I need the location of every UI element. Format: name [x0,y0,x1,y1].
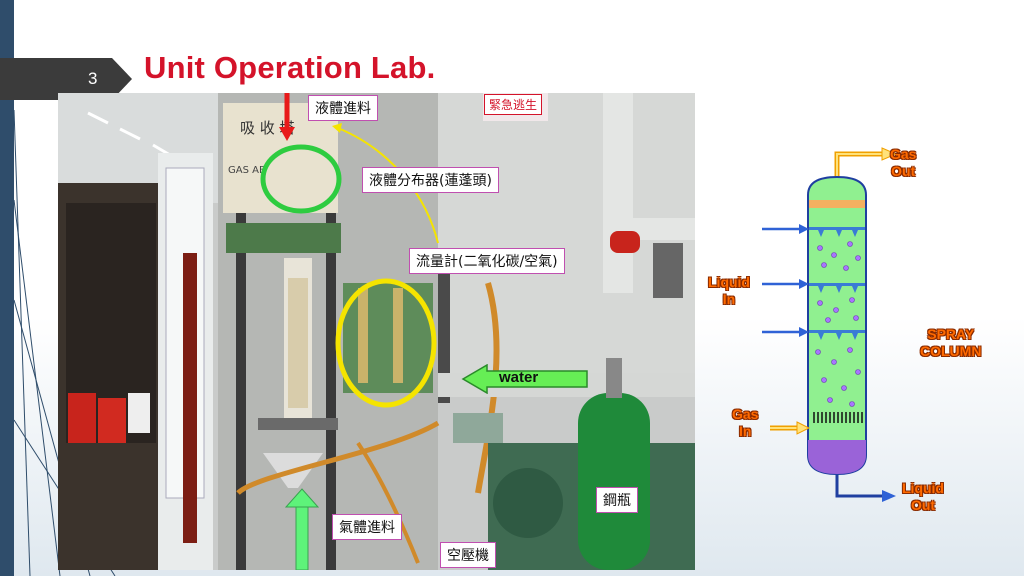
liquid-out-label: Liquid Out [902,480,944,513]
highlight-ellipse-yellow [335,278,437,408]
gas-in-label: Gas In [732,406,759,439]
liquid-distributor-label: 液體分布器(蓮蓬頭) [362,167,499,193]
slide-number: 3 [88,69,98,88]
water-arrow: water [461,363,589,395]
liquid-feed-label: 液體進料 [308,95,378,121]
water-label: water [499,369,539,386]
emergency-exit-sign: 緊急逃生 [484,94,543,115]
water-arrow-shape [461,363,588,395]
gas-feed-arrow [295,504,309,570]
liquid-in-label: Liquid In [708,274,750,307]
spray-column-label: SPRAY COLUMN [920,326,982,359]
slide-title: Unit Operation Lab. [144,50,436,85]
flowmeter-label: 流量計(二氧化碳/空氣) [409,248,565,274]
gas-out-label: Gas Out [890,146,917,179]
spray-column-schematic [762,147,898,502]
spray-column-diagram: Gas Out Liquid In SPRAY COLUMN Gas In Li… [700,140,1020,520]
highlight-ellipse-green [260,144,342,214]
compressor-label: 空壓機 [440,542,496,568]
sign-text: 吸 收 塔 [240,119,295,137]
gas-feed-label: 氣體進料 [332,514,402,540]
sign-subtext: GAS AB [228,165,266,176]
left-accent-bar [0,0,14,576]
cylinder-label: 鋼瓶 [596,487,638,513]
